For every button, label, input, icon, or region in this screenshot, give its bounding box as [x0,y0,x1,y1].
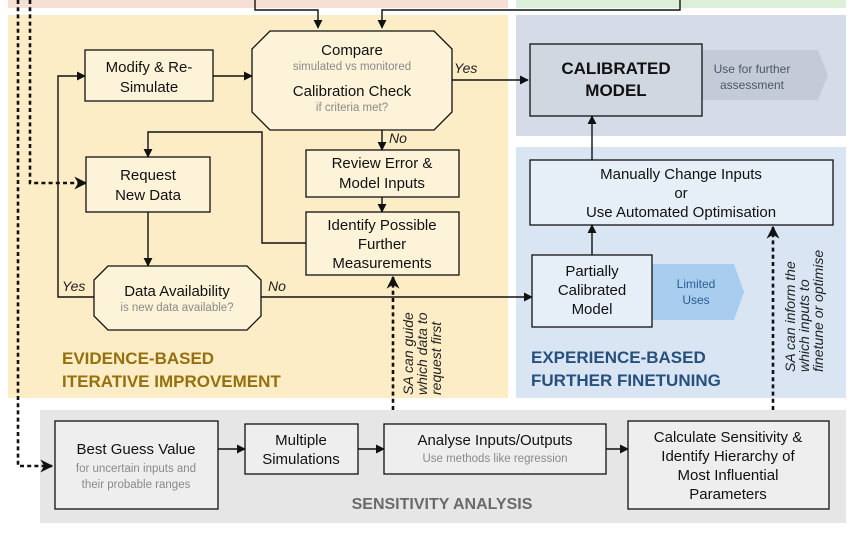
arrow-top-right-in [377,0,681,29]
calibrated-line1: CALIBRATED [561,59,670,78]
identify-line2: Further [358,236,406,253]
request-line1: Request [120,167,177,184]
calibrated-model-box[interactable] [529,43,703,117]
calibrated-note-chevron [690,50,828,100]
partial-note-line1: Limited [677,277,716,291]
request-new-data-box[interactable] [85,156,211,213]
multiple-simulations-box[interactable] [244,423,359,475]
request-line2: New Data [115,187,182,204]
sa-guide-line2: which data to [414,312,430,395]
sa-inform-line3: finetune or optimise [810,250,826,372]
dashed-line-inner [28,0,88,190]
data-availability-subtitle: is new data available? [120,302,233,314]
calculate-line3: Most Influential [678,467,779,484]
evidence-title-line1: EVIDENCE-BASED [62,349,214,368]
calibrated-note-line1: Use for further [714,62,791,76]
manual-line1: Manually Change Inputs [600,166,762,183]
experience-title-line2: FURTHER FINETUNING [531,371,721,390]
best-guess-sub2: their probable ranges [82,479,191,491]
identify-line1: Identify Possible [327,217,436,234]
multiple-line2: Simulations [262,451,340,468]
calibration-check-title: Calibration Check [293,83,412,100]
data-availability-node[interactable] [93,265,262,331]
top-strip-left [8,0,508,8]
modify-line2: Simulate [120,79,178,96]
multiple-line1: Multiple [275,432,327,449]
analyse-title: Analyse Inputs/Outputs [417,432,572,449]
data-availability-title: Data Availability [124,283,230,300]
calibration-check-subtitle: if criteria met? [316,102,388,114]
best-guess-sub1: for uncertain inputs and [76,463,196,475]
compare-calibration-node[interactable] [251,30,453,131]
best-guess-title: Best Guess Value [77,441,196,458]
partial-line1: Partially [565,263,619,280]
partial-note-line2: Uses [682,293,709,307]
top-strip-right [516,0,846,8]
sensitivity-title: SENSITIVITY ANALYSIS [352,496,533,513]
manual-optimisation-box[interactable] [529,159,834,226]
modify-resimulate-box[interactable] [84,49,214,102]
manual-line3: Use Automated Optimisation [586,204,776,221]
analyse-subtitle: Use methods like regression [422,453,567,465]
calculate-sensitivity-box[interactable] [627,420,830,510]
sa-inform-line2: which inputs to [796,279,812,372]
review-line2: Model Inputs [339,175,425,192]
experience-title-line1: EXPERIENCE-BASED [531,348,706,367]
sa-guide-line3: request first [428,321,444,395]
arrow-availability-yes-to-modify [57,71,94,298]
modify-line1: Modify & Re- [106,59,193,76]
partial-line3: Model [572,301,613,318]
calculate-line1: Calculate Sensitivity & [654,429,802,446]
identify-line3: Measurements [332,255,431,272]
compare-title: Compare [321,42,383,59]
edge-label-no-partial: No [268,278,286,294]
edge-label-yes-calibrated: Yes [454,60,477,76]
edge-label-no-review: No [389,130,407,146]
partial-note-chevron [652,264,744,320]
manual-line2: or [674,185,687,202]
evidence-title-line2: ITERATIVE IMPROVEMENT [62,372,281,391]
partial-model-box[interactable] [531,254,653,328]
sa-guide-line1: SA can guide [400,312,416,395]
arrow-top-left-in [254,0,323,29]
calculate-line4: Parameters [689,486,767,503]
analyse-inputs-box[interactable] [383,423,607,475]
review-line1: Review Error & [332,155,433,172]
calculate-line2: Identify Hierarchy of [661,448,795,465]
sa-inform-line1: SA can inform the [782,261,798,372]
compare-subtitle: simulated vs monitored [293,61,411,73]
calibrated-line2: MODEL [585,81,646,100]
edge-label-yes-request: Yes [62,278,85,294]
best-guess-box[interactable] [54,420,219,510]
partial-line2: Calibrated [558,282,626,299]
calibrated-note-line2: assessment [720,78,785,92]
arrow-identify-to-request [143,131,306,244]
